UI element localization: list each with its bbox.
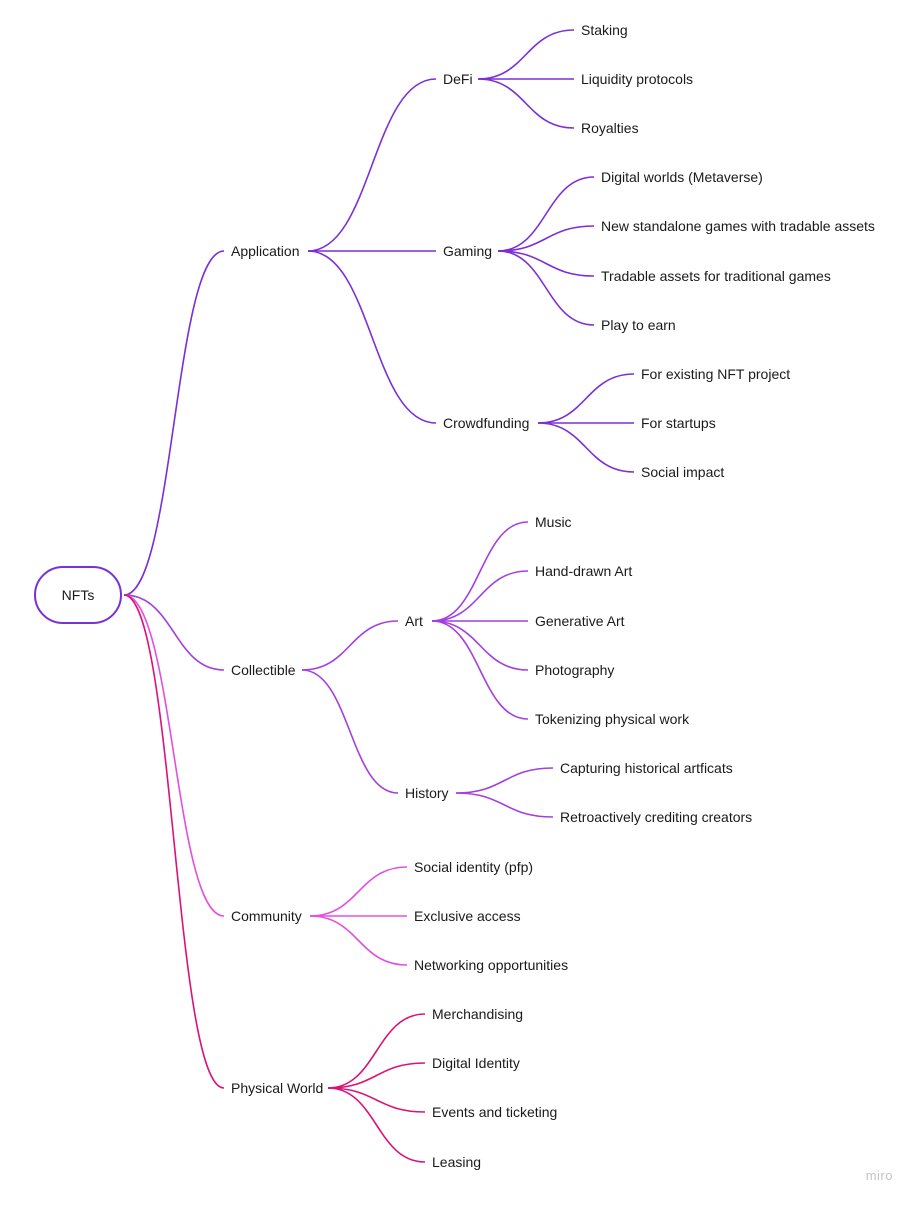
node-liquidity-protocols[interactable]: Liquidity protocols xyxy=(581,71,694,87)
node-hand-drawn-art[interactable]: Hand-drawn Art xyxy=(535,563,633,579)
link-nfts-physical-world xyxy=(123,594,225,1089)
link-nfts-collectible xyxy=(123,594,225,671)
node-social-identity[interactable]: Social identity (pfp) xyxy=(414,859,534,875)
node-photography[interactable]: Photography xyxy=(535,662,615,678)
link-art-hand-drawn xyxy=(431,570,529,622)
link-crowdfunding-existing xyxy=(537,373,635,424)
miro-watermark: miro xyxy=(865,1168,893,1183)
node-existing-nft-project[interactable]: For existing NFT project xyxy=(641,366,791,382)
node-digital-identity[interactable]: Digital Identity xyxy=(432,1055,520,1071)
node-music[interactable]: Music xyxy=(535,514,572,530)
node-crowdfunding[interactable]: Crowdfunding xyxy=(443,415,530,431)
link-application-crowdfunding xyxy=(307,250,437,424)
node-traditional-games[interactable]: Tradable assets for traditional games xyxy=(601,268,831,284)
node-generative-art[interactable]: Generative Art xyxy=(535,613,625,629)
node-staking[interactable]: Staking xyxy=(581,22,628,38)
node-exclusive-access[interactable]: Exclusive access xyxy=(414,908,521,924)
link-physical-digital-identity xyxy=(327,1062,426,1089)
link-gaming-play-to-earn xyxy=(497,250,595,326)
node-art[interactable]: Art xyxy=(405,613,423,629)
node-leasing[interactable]: Leasing xyxy=(432,1154,482,1170)
node-community[interactable]: Community xyxy=(231,908,302,924)
node-collectible[interactable]: Collectible xyxy=(231,662,296,678)
node-for-startups[interactable]: For startups xyxy=(641,415,716,431)
link-collectible-history xyxy=(301,669,399,794)
node-royalties[interactable]: Royalties xyxy=(581,120,639,136)
node-digital-worlds[interactable]: Digital worlds (Metaverse) xyxy=(601,169,763,185)
node-historical-artifacts[interactable]: Capturing historical artficats xyxy=(560,760,733,776)
node-standalone-games[interactable]: New standalone games with tradable asset… xyxy=(601,218,875,234)
node-gaming[interactable]: Gaming xyxy=(443,243,493,259)
link-collectible-art xyxy=(301,620,399,671)
link-gaming-standalone xyxy=(497,225,595,252)
node-crediting-creators[interactable]: Retroactively crediting creators xyxy=(560,809,753,825)
link-crowdfunding-social xyxy=(537,422,635,473)
link-art-photography xyxy=(431,620,529,671)
link-defi-royalties xyxy=(477,78,575,129)
link-gaming-traditional xyxy=(497,250,595,277)
link-history-artifacts xyxy=(455,767,554,794)
node-application[interactable]: Application xyxy=(231,243,300,259)
link-physical-leasing xyxy=(327,1087,426,1163)
link-community-networking xyxy=(309,915,408,966)
node-tokenizing-physical-work[interactable]: Tokenizing physical work xyxy=(535,711,690,727)
link-nfts-community xyxy=(123,594,225,917)
link-physical-events xyxy=(327,1087,426,1113)
node-social-impact[interactable]: Social impact xyxy=(641,464,725,480)
node-events-ticketing[interactable]: Events and ticketing xyxy=(432,1104,558,1120)
link-art-music xyxy=(431,521,529,622)
link-history-crediting xyxy=(455,792,554,818)
node-play-to-earn[interactable]: Play to earn xyxy=(601,317,676,333)
node-history[interactable]: History xyxy=(405,785,449,801)
node-networking-opportunities[interactable]: Networking opportunities xyxy=(414,957,569,973)
link-nfts-application xyxy=(123,250,225,596)
node-merchandising[interactable]: Merchandising xyxy=(432,1006,524,1022)
link-gaming-digital-worlds xyxy=(497,176,595,252)
link-community-social-identity xyxy=(309,866,408,917)
link-defi-staking xyxy=(477,29,575,80)
node-physical-world[interactable]: Physical World xyxy=(231,1080,324,1096)
link-physical-merchandising xyxy=(327,1013,426,1089)
root-node[interactable]: NFTs xyxy=(34,566,122,624)
link-application-defi xyxy=(307,78,437,252)
node-defi[interactable]: DeFi xyxy=(443,71,473,87)
link-art-tokenizing xyxy=(431,620,529,720)
root-node-label: NFTs xyxy=(61,587,95,603)
